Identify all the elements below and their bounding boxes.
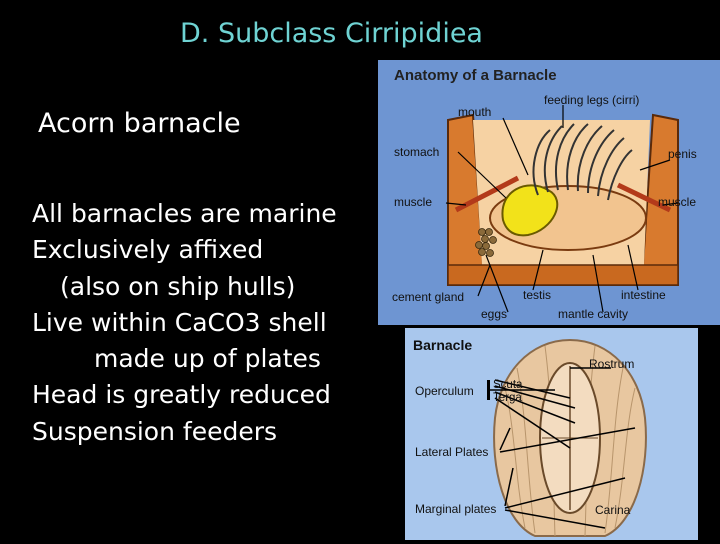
- label-intestine: intestine: [621, 288, 666, 302]
- base-plate: [447, 264, 679, 286]
- bracket-mark: [487, 380, 490, 400]
- label-stomach: stomach: [394, 145, 439, 159]
- label-eggs: eggs: [481, 307, 507, 321]
- label-cement-gland: cement gland: [392, 290, 464, 304]
- anatomy-title: Anatomy of a Barnacle: [394, 67, 557, 84]
- stomach-shape: [501, 184, 559, 237]
- label-terga: Terga: [493, 392, 522, 404]
- bullet-subitem: (also on ship hulls): [60, 271, 296, 301]
- label-penis: penis: [668, 147, 697, 161]
- label-mantle-cavity: mantle cavity: [558, 307, 628, 321]
- label-mouth: mouth: [458, 105, 491, 119]
- bullet-item: Suspension feeders: [32, 416, 278, 446]
- bullet-item: Head is greatly reduced: [32, 380, 331, 410]
- label-carina: Carina: [595, 503, 631, 517]
- plates-leader-lines: [487, 367, 636, 529]
- bullet-item: Exclusively affixed: [32, 235, 264, 265]
- leader-lines: [445, 105, 679, 313]
- barnacle-anatomy-figure: Anatomy of a Barnacle mouth feeding legs…: [378, 60, 720, 325]
- barnacle-anatomy-illustration: Anatomy of a Barnacle mouth feeding legs…: [392, 67, 697, 321]
- barnacle-plates-illustration: Barnacle Operculum Scuta Terga Rostrum L…: [413, 337, 647, 537]
- barnacle-title: Barnacle: [413, 337, 472, 353]
- label-operculum: Operculum: [415, 384, 474, 398]
- label-feeding-legs: feeding legs (cirri): [544, 93, 639, 107]
- eggs-cluster: [475, 228, 497, 257]
- bullet-item: Live within CaCO3 shell: [32, 307, 327, 337]
- label-lateral-plates: Lateral Plates: [415, 445, 488, 459]
- barnacle-plates-figure: Barnacle Operculum Scuta Terga Rostrum L…: [405, 328, 698, 540]
- cirri-strands: [532, 123, 633, 201]
- label-rostrum: Rostrum: [589, 357, 634, 371]
- label-muscle-left: muscle: [394, 195, 432, 209]
- bullet-item: All barnacles are marine: [32, 199, 337, 228]
- label-marginal-plates: Marginal plates: [415, 502, 496, 516]
- muscle-right: [616, 182, 672, 213]
- label-testis: testis: [523, 288, 551, 302]
- slide-subtitle: Acorn barnacle: [38, 108, 241, 139]
- bullet-subitem: made up of plates: [94, 344, 321, 374]
- label-muscle-right: muscle: [658, 195, 696, 209]
- muscle-left: [454, 175, 520, 213]
- bullet-list: All barnacles are marine Exclusively aff…: [32, 196, 337, 450]
- label-scuta: Scuta: [493, 379, 523, 391]
- slide-title: D. Subclass Cirripidiea: [180, 18, 483, 49]
